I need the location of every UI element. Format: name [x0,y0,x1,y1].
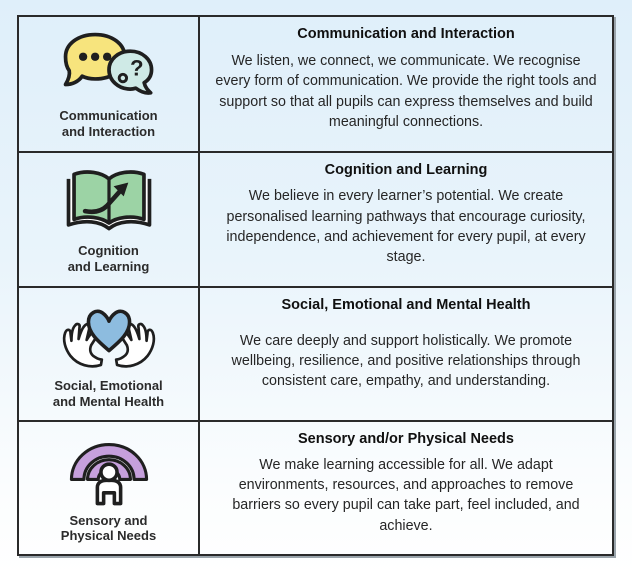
icon-label-sensory: Sensory and Physical Needs [60,512,157,544]
speech-bubbles-icon: ? [57,29,161,103]
row-cognition-icon-cell: Cognition and Learning [19,151,200,286]
row-body: We believe in every learner’s potential.… [226,188,586,266]
row-sensory-icon-cell: Sensory and Physical Needs [19,419,200,554]
heart-in-hands-icon [58,297,160,373]
row-semh-icon-cell: Social, Emotional and Mental Health [19,285,200,420]
row-title: Sensory and/or Physical Needs [298,430,514,447]
row-cognition-text-cell: Cognition and Learning We believe in eve… [200,151,612,285]
row-body: We listen, we connect, we communicate. W… [215,53,597,130]
send-needs-table: ? Communication and Interaction Communic… [17,15,614,556]
row-communication-icon-cell: ? Communication and Interaction [19,17,200,152]
icon-label-communication: Communication and Interaction [59,107,158,139]
row-communication-text-cell: Communication and Interaction We listen,… [200,17,612,151]
row-title: Communication and Interaction [297,26,515,42]
row-semh-text-cell: Social, Emotional and Mental Health We c… [200,285,612,420]
row-title: Cognition and Learning [324,162,488,179]
row-body: We make learning accessible for all. We … [232,456,580,534]
svg-text:?: ? [129,55,143,80]
row-body: We care deeply and support holistically.… [231,332,581,390]
icon-label-cognition: Cognition and Learning [67,243,150,274]
rainbow-person-icon [62,432,156,508]
icon-label-semh: Social, Emotional and Mental Health [52,378,165,410]
open-book-arrow-icon [63,164,155,238]
row-title: Social, Emotional and Mental Health [281,296,531,313]
row-sensory-text-cell: Sensory and/or Physical Needs We make le… [200,419,612,554]
